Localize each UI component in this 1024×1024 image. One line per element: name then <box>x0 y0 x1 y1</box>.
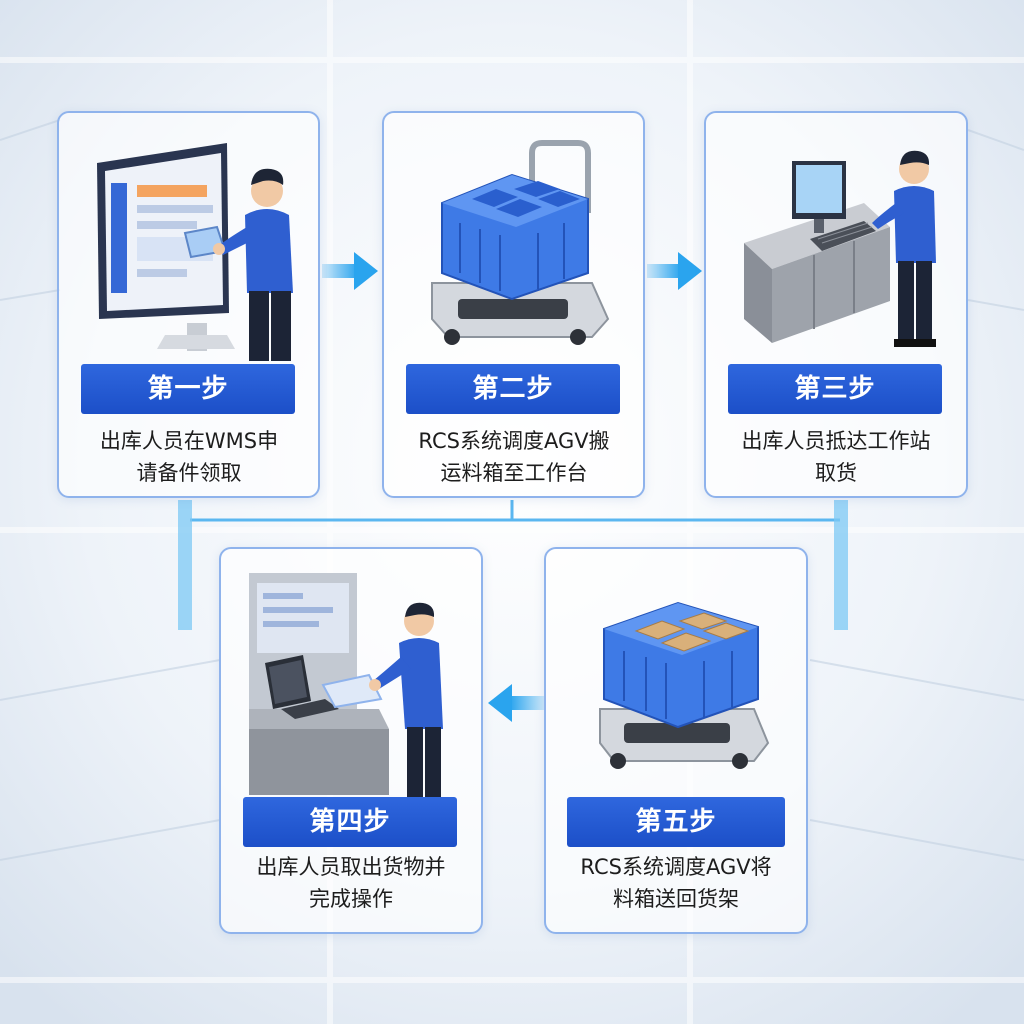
step-label-3: 第三步 <box>728 364 942 414</box>
operator-at-terminal-icon <box>249 573 443 797</box>
step-description-2-line-2: 运料箱至工作台 <box>440 461 588 485</box>
connector-left-bar <box>178 500 192 630</box>
step-description-4-line-2: 完成操作 <box>309 887 393 911</box>
step-description-3-line-2: 取货 <box>815 461 857 485</box>
connector-right-bar <box>834 500 848 630</box>
arrow-step5-to-step4 <box>488 684 544 722</box>
arrow-step2-to-step3 <box>647 252 702 290</box>
operator-at-monitor-icon <box>97 143 293 361</box>
step-card-3: 第三步 出库人员抵达工作站 取货 <box>704 111 968 498</box>
step-card-5: 第五步 RCS系统调度AGV将 料箱送回货架 <box>544 547 808 934</box>
step-description-1-line-1: 出库人员在WMS申 <box>99 429 279 453</box>
operator-at-workstation-icon <box>744 150 936 347</box>
step-description-2-line-1: RCS系统调度AGV搬 <box>418 429 610 453</box>
step-description-5-line-1: RCS系统调度AGV将 <box>580 855 772 879</box>
step-description-5-line-2: 料箱送回货架 <box>613 887 739 911</box>
step-label-2: 第二步 <box>406 364 620 414</box>
step-description-3: 出库人员抵达工作站 取货 <box>714 425 958 489</box>
step-label-5: 第五步 <box>567 797 785 847</box>
step-description-4-line-1: 出库人员取出货物并 <box>256 855 446 879</box>
step-label-1: 第一步 <box>81 364 295 414</box>
step-description-2: RCS系统调度AGV搬 运料箱至工作台 <box>392 425 636 489</box>
step-label-4: 第四步 <box>243 797 457 847</box>
connector-lines <box>190 500 840 522</box>
step-description-5: RCS系统调度AGV将 料箱送回货架 <box>554 851 798 915</box>
step-card-1: 第一步 出库人员在WMS申 请备件领取 <box>57 111 320 498</box>
agv-with-blue-bin-icon <box>431 140 610 345</box>
step-card-4: 第四步 出库人员取出货物并 完成操作 <box>219 547 483 934</box>
step-card-2: 第二步 RCS系统调度AGV搬 运料箱至工作台 <box>382 111 645 498</box>
step-description-3-line-1: 出库人员抵达工作站 <box>741 429 931 453</box>
arrow-step1-to-step2 <box>322 252 378 290</box>
step-description-4: 出库人员取出货物并 完成操作 <box>229 851 473 915</box>
agv-with-cargo-bin-icon <box>599 601 770 769</box>
step-description-1-line-2: 请备件领取 <box>136 461 242 485</box>
step-description-1: 出库人员在WMS申 请备件领取 <box>67 425 311 489</box>
